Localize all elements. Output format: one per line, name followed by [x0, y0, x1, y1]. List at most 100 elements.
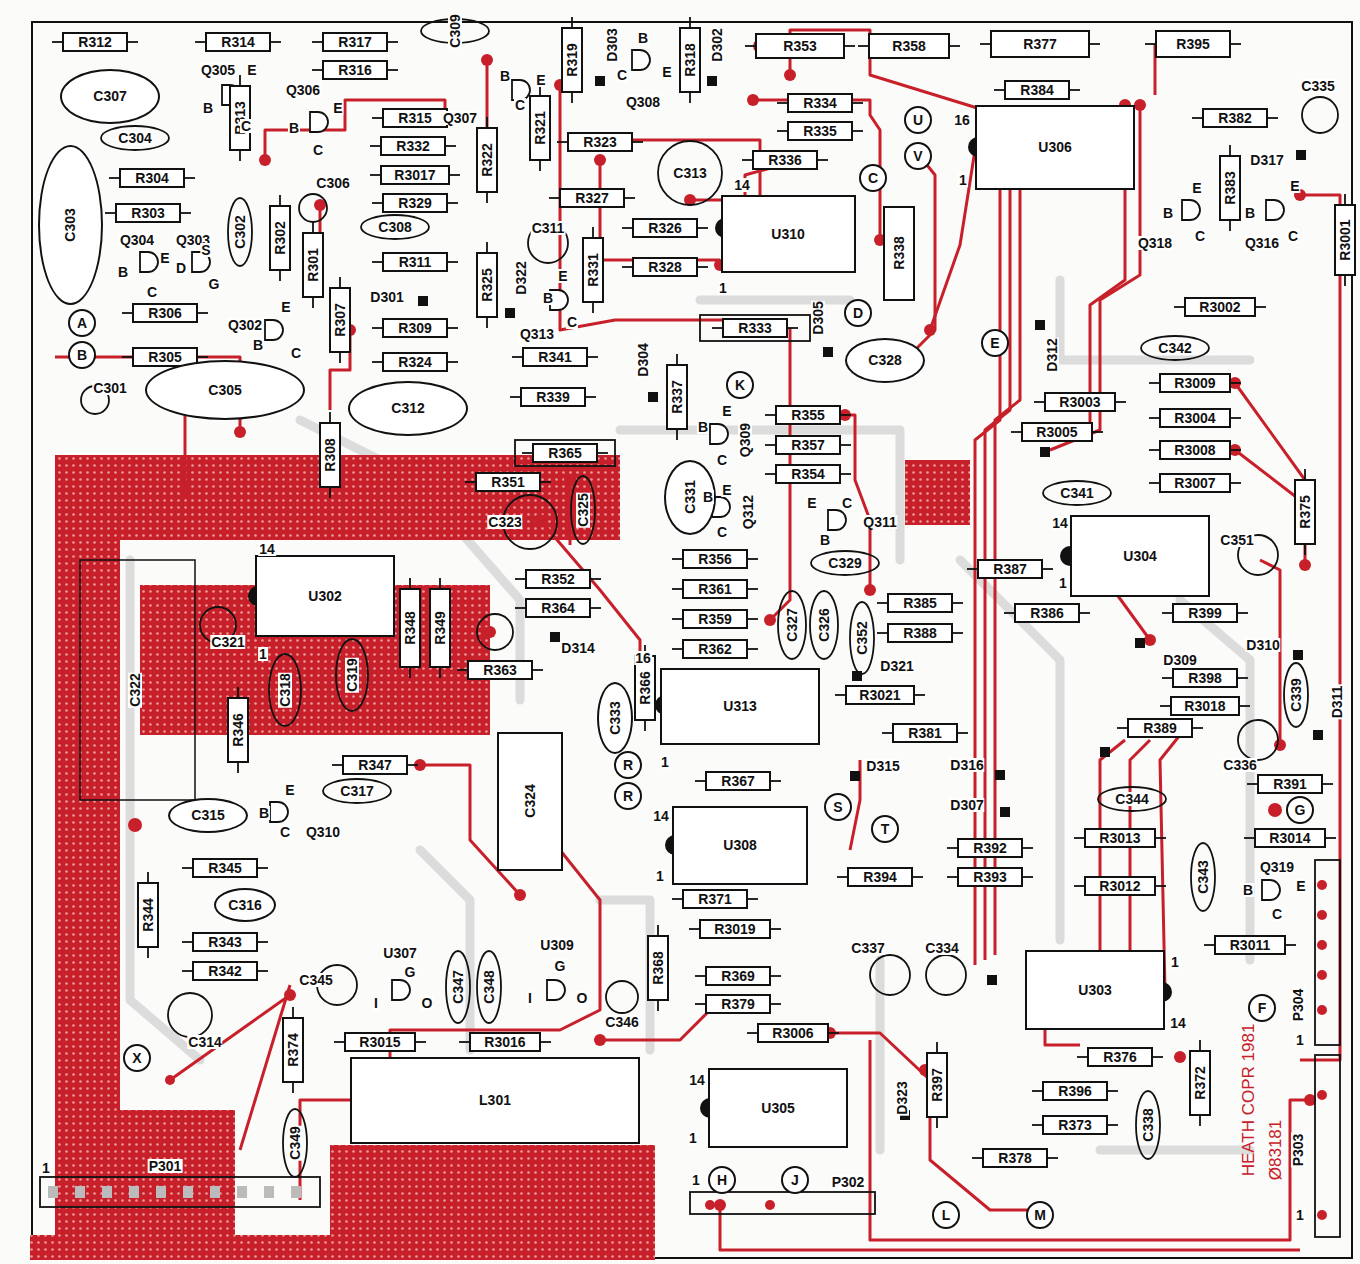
part-label: R337	[670, 380, 684, 413]
part-label: R3017	[394, 168, 435, 182]
part-label: X	[132, 1051, 141, 1065]
part-label: R	[623, 789, 633, 803]
resistor-box: R354	[775, 464, 841, 484]
component-lead	[672, 648, 682, 650]
callout-label: B	[637, 31, 649, 45]
callout-label: C318	[278, 672, 292, 707]
component-lead	[237, 763, 239, 773]
callout-label: C351	[1219, 533, 1254, 547]
part-label: R3018	[1184, 699, 1225, 713]
part-label: L	[942, 1208, 951, 1222]
part-label: C315	[191, 808, 224, 822]
callout-label: D303	[605, 27, 619, 62]
part-label: R3003	[1059, 395, 1100, 409]
component-lead	[334, 1041, 344, 1043]
part-label: R345	[208, 861, 241, 875]
resistor-box: R341	[522, 347, 588, 367]
component-lead	[947, 876, 957, 878]
part-label: R3001	[1338, 219, 1352, 260]
part-label: C333	[608, 701, 622, 734]
resistor-box: R3014	[1254, 828, 1326, 848]
resistor-box: R368	[647, 935, 669, 1001]
capacitor-outline: C312	[348, 381, 468, 436]
component-lead	[676, 354, 678, 364]
callout-label: Q319	[1259, 860, 1295, 874]
part-label: R312	[78, 35, 111, 49]
resistor-box: R3002	[1184, 297, 1256, 317]
callout-label: E	[246, 63, 257, 77]
part-label: U313	[723, 699, 756, 713]
component-lead	[689, 17, 691, 27]
test-point: K	[726, 371, 754, 399]
test-point: M	[1026, 1201, 1054, 1229]
part-label: R393	[973, 870, 1006, 884]
part-label: R367	[721, 774, 754, 788]
part-label: R362	[698, 642, 731, 656]
component-lead	[1070, 89, 1080, 91]
component-lead	[486, 318, 488, 328]
callout-label: Q310	[305, 825, 341, 839]
part-label: R372	[1193, 1066, 1207, 1099]
component-lead	[1193, 727, 1203, 729]
callout-label: C	[566, 315, 578, 329]
callout-label: C	[290, 346, 302, 360]
part-label: R349	[433, 611, 447, 644]
part-label: R323	[583, 135, 616, 149]
resistor-box: R3016	[469, 1032, 541, 1052]
component-lead	[1238, 677, 1248, 679]
component-lead	[748, 618, 758, 620]
resistor-box: R325	[476, 252, 498, 318]
resistor-box: R347	[342, 755, 408, 775]
callout-label: 14	[258, 542, 276, 556]
component-lead	[972, 1157, 982, 1159]
part-label: R301	[306, 248, 320, 281]
callout-label: P303	[1291, 1133, 1305, 1168]
component-lead	[1231, 449, 1241, 451]
component-lead	[195, 41, 205, 43]
component-lead	[510, 396, 520, 398]
callout-label: D307	[949, 798, 984, 812]
resistor-box: R322	[476, 127, 498, 193]
resistor-box: R3003	[1044, 392, 1116, 412]
test-point: X	[123, 1044, 151, 1072]
part-label: R375	[1298, 495, 1312, 528]
component-outline: U308	[672, 806, 808, 885]
test-point: F	[1248, 994, 1276, 1022]
component-lead	[598, 452, 608, 454]
resistor-box: R324	[382, 352, 448, 372]
component-lead	[672, 558, 682, 560]
component-lead	[182, 970, 192, 972]
resistor-box: R391	[1257, 774, 1323, 794]
resistor-box: R326	[632, 218, 698, 238]
component-outline: U306	[975, 105, 1135, 190]
callout-label: C	[716, 525, 728, 539]
component-lead	[841, 444, 851, 446]
callout-label: D304	[636, 342, 650, 377]
resistor-box: R329	[382, 193, 448, 213]
resistor-box: R342	[192, 961, 258, 981]
part-label: R319	[565, 43, 579, 76]
component-lead	[882, 732, 892, 734]
component-lead	[239, 151, 241, 161]
part-label: R353	[783, 39, 816, 53]
capacitor-outline: C307	[60, 69, 160, 124]
callout-label: 1	[258, 647, 268, 661]
callout-label: C	[616, 68, 628, 82]
component-lead	[128, 41, 138, 43]
part-label: T	[881, 822, 890, 836]
callout-label: Q302	[227, 318, 263, 332]
component-lead	[549, 197, 559, 199]
component-lead	[765, 473, 775, 475]
component-lead	[689, 928, 699, 930]
component-lead	[1023, 876, 1033, 878]
part-label: R3012	[1099, 879, 1140, 893]
component-lead	[1034, 401, 1044, 403]
callout-label: B	[252, 338, 264, 352]
component-lead	[372, 261, 382, 263]
callout-label: B	[1244, 206, 1256, 220]
resistor-box: R348	[399, 588, 421, 668]
callout-label: B	[697, 420, 709, 434]
part-label: U308	[723, 838, 756, 852]
part-label: R332	[396, 139, 429, 153]
callout-label: C329	[827, 556, 862, 570]
